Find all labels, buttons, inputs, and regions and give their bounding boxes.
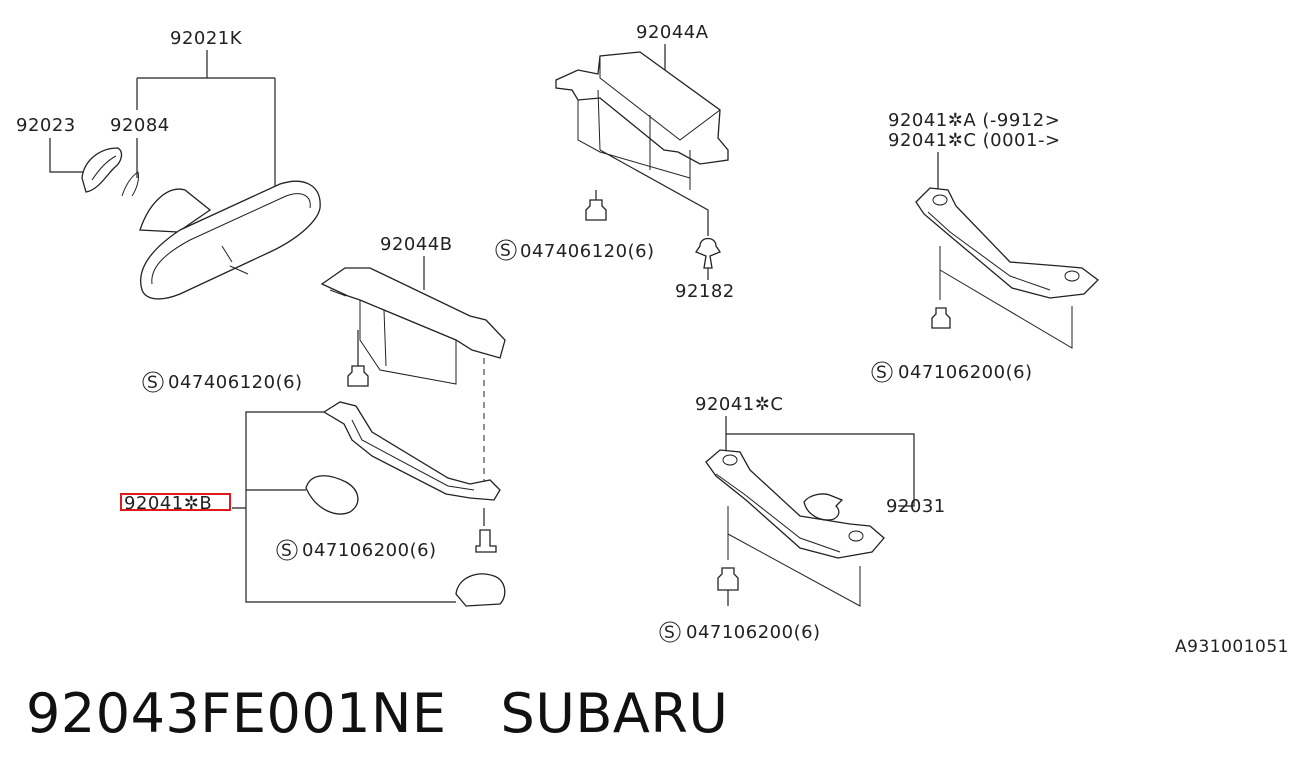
assist-grip-lower-part [705,449,885,559]
label-screw-b[interactable]: 047406120(6) [168,372,303,393]
label-screw-d[interactable]: 047106200(6) [686,622,821,643]
spring-clip-part [121,171,139,197]
label-92044B[interactable]: 92044B [380,234,453,255]
s-letter: S [500,241,511,261]
bolt-part [717,567,739,591]
label-92023[interactable]: 92023 [16,115,76,136]
label-92031[interactable]: 92031 [886,496,946,517]
footer: 92043FE001NE SUBARU [26,682,728,745]
s-symbol [659,621,681,643]
s-symbol [142,371,164,393]
leader-92041B [232,411,456,603]
s-letter: S [876,363,887,383]
label-screw-a[interactable]: 047406120(6) [520,241,655,262]
label-92041C[interactable]: 92041✲C [695,394,783,415]
screw-part [475,529,497,553]
label-screw-c[interactable]: 047106200(6) [898,362,1033,383]
grip-cap-part [455,573,506,607]
label-92041B[interactable]: 92041✲B [124,493,212,514]
bolt-part [585,199,607,221]
highlight-box [120,493,231,511]
clip-92182-part [695,237,721,269]
assist-grip-upper-part [915,187,1099,299]
s-letter: S [147,373,158,393]
assist-grip-part [322,401,501,501]
label-92182[interactable]: 92182 [675,281,735,302]
part-number: 92043FE001NE [26,682,447,745]
clip-92031-part [803,493,844,521]
brand-name: SUBARU [500,682,729,745]
bracket-92044B-part [320,267,506,359]
label-92044A[interactable]: 92044A [636,22,709,43]
leader-92041C [725,416,915,507]
grip-cap-part [305,475,359,515]
leader-92044A-bolts [595,149,709,236]
s-symbol [871,361,893,383]
mirror-mount-part [139,188,212,233]
mirror-body-part [140,180,321,300]
label-92084[interactable]: 92084 [110,115,170,136]
s-letter: S [281,541,292,561]
bolt-part [931,307,951,329]
leader-92023 [49,138,90,173]
s-letter: S [664,623,675,643]
label-screw-e[interactable]: 047106200(6) [302,540,437,561]
s-symbol [495,239,517,261]
leader-92021K [136,50,276,186]
drawing-code: A931001051 [1175,637,1289,657]
bracket-92044A-part [555,51,729,165]
mirror-cover-part [81,147,123,193]
label-92021K[interactable]: 92021K [170,28,243,49]
label-92041C-range[interactable]: 92041✲C (0001-> [888,130,1061,151]
label-92041A[interactable]: 92041✲A (-9912> [888,110,1060,131]
s-symbol [276,539,298,561]
bolt-part [347,365,369,387]
